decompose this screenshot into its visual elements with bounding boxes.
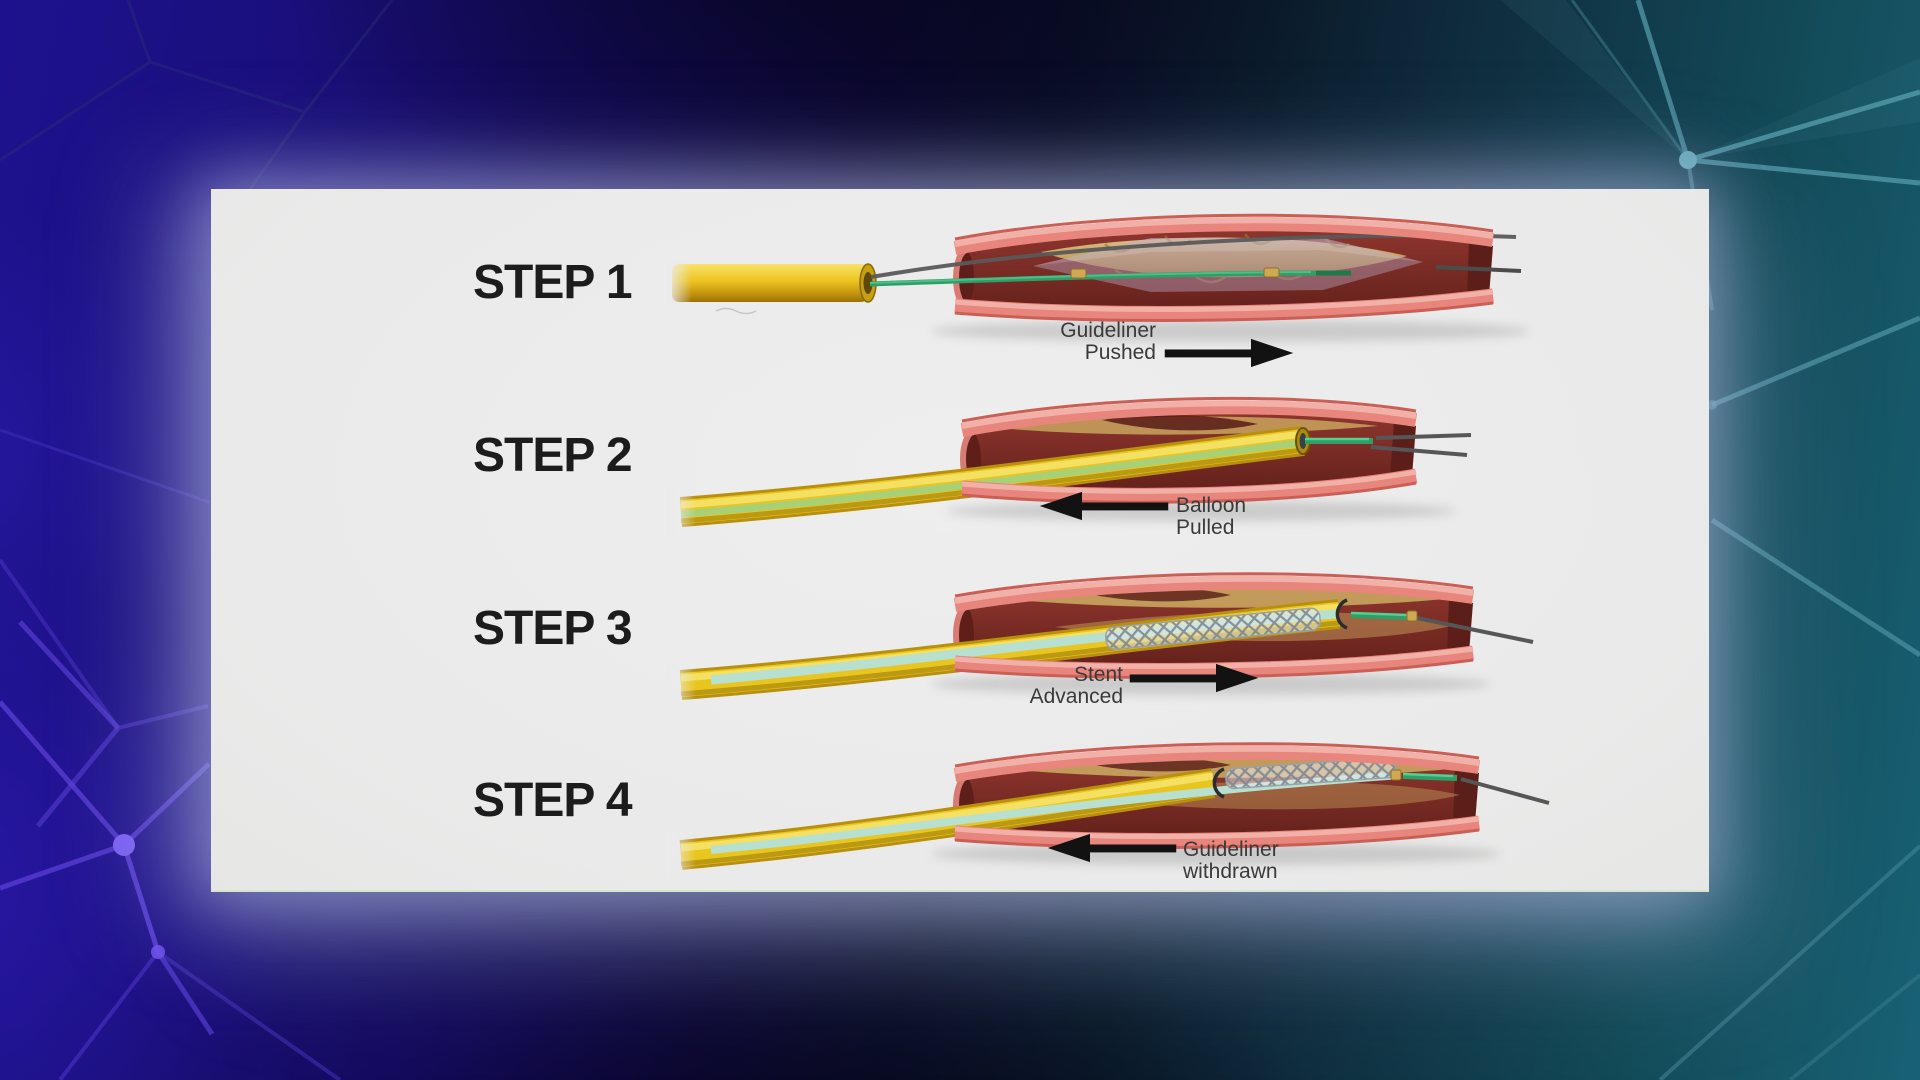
plexus-purple-node	[113, 834, 135, 856]
guidewires	[869, 233, 1522, 287]
plaque	[998, 416, 1378, 435]
plexus-teal-node-small	[1707, 400, 1717, 410]
artery-cutaway	[953, 228, 1493, 312]
arrow-left-icon	[1038, 489, 1170, 523]
caption-line: Stent	[1073, 663, 1123, 686]
caption-line: Pulled	[1176, 516, 1235, 539]
caption-line: Pushed	[1084, 341, 1156, 364]
wire-marker	[1070, 268, 1087, 279]
balloon	[1033, 238, 1423, 292]
stent-advanced	[1225, 756, 1397, 790]
caption-line: Balloon	[1176, 494, 1247, 517]
plaque	[1041, 237, 1407, 278]
step-2-label: STEP 2	[473, 429, 633, 482]
plexus-teal-beams	[1500, 0, 1920, 160]
step-1-label: STEP 1	[473, 256, 633, 309]
wire-marker	[1406, 610, 1418, 622]
guideliner-pushed-caption: Guideliner Pushed	[981, 320, 1156, 364]
catheter-tip	[1295, 427, 1311, 455]
caption-line: Guideliner	[1060, 319, 1156, 342]
plexus-teal-lines	[1570, 0, 1920, 1080]
stent-crimped	[1105, 607, 1321, 650]
faint-mark	[715, 307, 757, 315]
plexus-purple-node-small	[151, 945, 165, 959]
guidewires	[1305, 433, 1472, 457]
guidewires	[1402, 772, 1550, 805]
stent-advanced-caption: Stent Advanced	[951, 664, 1123, 708]
balloon-pulled-caption: Balloon Pulled	[1176, 495, 1376, 539]
caption-line: Advanced	[1029, 685, 1123, 708]
artery-walls	[953, 213, 1495, 322]
artery-cutaway	[953, 754, 1479, 837]
artery-walls	[960, 396, 1418, 504]
wire-marker	[1390, 769, 1402, 781]
plexus-topleft-lines	[0, 0, 394, 207]
guideliner-withdrawn-caption: Guideliner withdrawn	[1183, 839, 1383, 883]
step-3-label: STEP 3	[473, 602, 633, 655]
procedure-illustrations	[666, 213, 1550, 878]
wire-marker	[1263, 267, 1280, 278]
arrow-left-icon	[1046, 831, 1178, 865]
artery-cutaway	[953, 584, 1473, 667]
guidewires	[1350, 611, 1534, 644]
plaque	[985, 754, 1450, 778]
catheter-tip-opening	[1335, 598, 1348, 630]
step-4-label: STEP 4	[473, 774, 633, 827]
slide-panel: STEP 1 STEP 2 STEP 3 STEP 4 Guideliner P…	[211, 189, 1709, 892]
artery-walls	[953, 742, 1481, 849]
artery-cutaway	[960, 411, 1416, 491]
guideliner-catheter	[666, 261, 877, 305]
arrow-right-icon	[1163, 336, 1295, 370]
catheter-tip-opening	[1212, 767, 1225, 799]
arrow-right-icon	[1128, 661, 1260, 695]
plexus-teal-node	[1679, 151, 1697, 169]
plexus-purple-lines	[0, 428, 342, 1080]
caption-line: Guideliner	[1183, 838, 1279, 861]
caption-line: withdrawn	[1183, 860, 1278, 883]
plaque	[985, 584, 1445, 608]
